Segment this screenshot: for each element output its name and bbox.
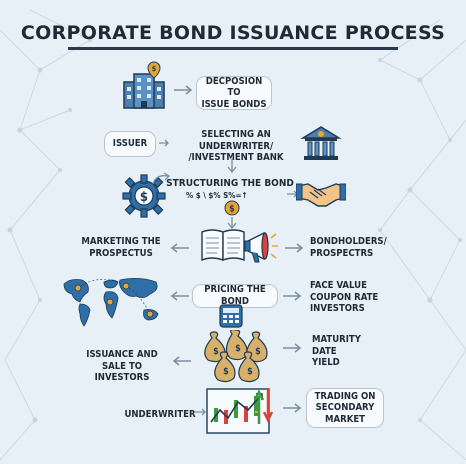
svg-text:$: $ xyxy=(152,65,156,73)
bank-icon xyxy=(300,126,342,160)
arrow-map-to-pricing xyxy=(170,291,189,301)
arrow-down-to-marketing xyxy=(227,217,237,230)
pricing-terms-label: FACE VALUE COUPON RATE INVESTORS xyxy=(310,280,379,315)
prospectus-book-icon xyxy=(201,229,245,262)
arrow-to-bondholders xyxy=(285,243,304,253)
issuance-label: ISSUANCE AND SALE TO INVESTORS xyxy=(86,349,158,384)
arrow-chart-to-trading xyxy=(283,403,302,413)
svg-text:$: $ xyxy=(140,190,148,205)
office-building-icon: $ xyxy=(123,61,165,109)
svg-text:$: $ xyxy=(213,347,219,357)
handshake-icon xyxy=(296,183,346,207)
decision-box: DECPOSION TO ISSUE BONDS xyxy=(196,76,272,110)
arrow-pricing-to-terms xyxy=(283,291,302,301)
calculator-icon xyxy=(219,304,243,328)
pricing-box: PRICING THE BOND xyxy=(192,284,278,308)
svg-text:$: $ xyxy=(235,344,241,354)
maturity-terms-label: MATURITY DATE YIELD xyxy=(312,334,361,369)
structuring-label: STRUCTURING THE BOND xyxy=(166,178,294,189)
underwriter-selection-label: SELECTING AN UNDERWRITER/ /INVESTMENT BA… xyxy=(188,129,284,164)
arrow-to-decision xyxy=(174,85,193,95)
svg-text:$: $ xyxy=(247,367,253,377)
bondholders-label: BONDHOLDERS/ PROSPECTRS xyxy=(310,236,387,259)
gear-dollar-icon: $ xyxy=(122,174,166,218)
structuring-symbols: % $ \ $% S%=↑ xyxy=(186,191,248,200)
trading-box: TRADING ON SECONDARY MARKET xyxy=(306,388,384,428)
coin-icon: $ xyxy=(224,200,240,216)
megaphone-icon xyxy=(244,231,278,263)
underwriter-label: UNDERWRITER xyxy=(124,409,196,420)
arrow-issuer-to-underwriter xyxy=(159,139,169,147)
money-bags-icon: $$$ $$ xyxy=(204,330,268,383)
page-title: CORPORATE BOND ISSUANCE PROCESS xyxy=(20,22,446,44)
arrow-down-to-structuring xyxy=(227,159,237,174)
arrow-underwriter-to-chart xyxy=(195,408,206,416)
marketing-label: MARKETING THE PROSPECTUS xyxy=(81,236,161,259)
up-down-arrows-icon xyxy=(254,388,274,424)
arrow-bags-to-terms xyxy=(283,343,302,353)
svg-text:$: $ xyxy=(255,347,261,357)
title-underline xyxy=(68,47,398,50)
issuer-box: ISSUER xyxy=(104,131,156,157)
world-map-icon xyxy=(63,278,159,327)
svg-text:$: $ xyxy=(223,367,229,377)
arrow-gear-to-structuring xyxy=(152,172,171,185)
arrow-bags-to-issuance xyxy=(172,356,191,366)
svg-text:$: $ xyxy=(229,205,235,215)
arrow-book-to-marketing xyxy=(170,243,189,253)
